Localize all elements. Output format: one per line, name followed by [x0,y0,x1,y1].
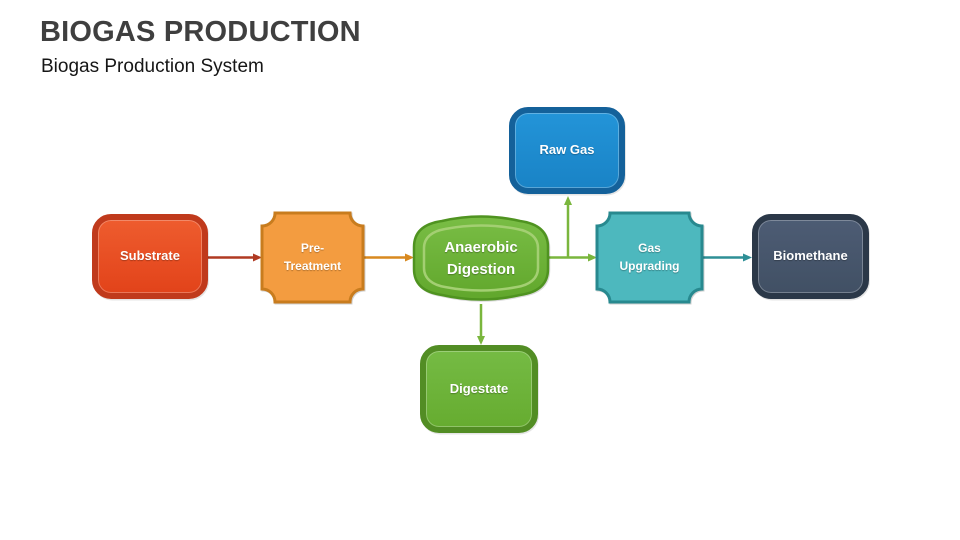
node-label: Anaerobic Digestion [444,238,518,278]
node-substrate: Substrate [92,214,208,299]
node-label: Digestate [449,380,509,396]
plaque-shape [595,211,704,304]
node-label: Gas Upgrading [619,241,680,273]
barrel-shape [412,215,550,301]
node-gas-upgrading: Gas Upgrading [595,211,704,304]
node-pre-treatment: Pre- Treatment [260,211,365,304]
node-label: Raw Gas [539,142,595,158]
node-raw-gas: Raw Gas [509,107,625,194]
node-label: Biomethane [773,248,848,264]
slide-subtitle: Biogas Production System [41,56,264,78]
node-label: Substrate [120,248,180,264]
node-label: Pre- Treatment [283,241,342,273]
slide-header: BIOGAS PRODUCTION Biogas Production Syst… [40,16,361,79]
node-anaerobic-digestion: Anaerobic Digestion [412,213,550,304]
slide-title: BIOGAS PRODUCTION [40,16,361,48]
plaque-shape [260,211,365,304]
node-biomethane: Biomethane [752,214,869,299]
node-digestate: Digestate [420,345,538,433]
